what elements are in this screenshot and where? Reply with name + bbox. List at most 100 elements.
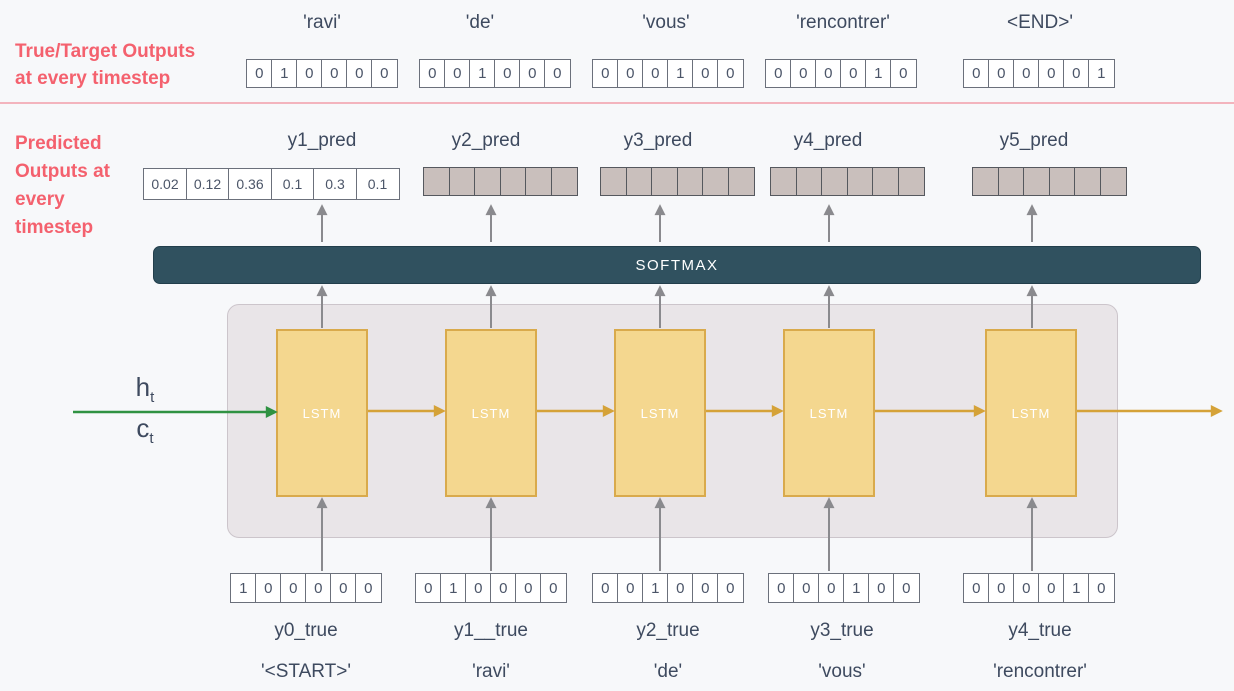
vector-cell (846, 167, 874, 196)
probability-vector-pred (972, 167, 1127, 196)
vector-cell (872, 167, 899, 196)
vector-cell: 0 (415, 573, 442, 603)
cell-state-base: c (136, 413, 150, 443)
input-name-label: y2_true (636, 620, 700, 641)
vector-cell: 1 (843, 573, 870, 603)
vector-cell: 1 (642, 573, 669, 603)
vector-cell: 0.02 (143, 168, 187, 200)
vector-cell: 0 (692, 573, 719, 603)
vector-cell: 0 (988, 573, 1015, 603)
lstm-cell-2: LSTM (445, 329, 537, 497)
lstm-cell-1: LSTM (276, 329, 368, 497)
vector-cell: 0 (355, 573, 382, 603)
lstm-cell-5: LSTM (985, 329, 1077, 497)
vector-cell: 1 (230, 573, 257, 603)
section-divider (0, 102, 1234, 104)
vector-cell (525, 167, 552, 196)
vector-cell (676, 167, 704, 196)
vector-cell (795, 167, 823, 196)
vector-cell: 0 (890, 59, 917, 88)
pred-name-label: y4_pred (793, 130, 863, 151)
vector-cell (770, 167, 797, 196)
vector-cell: 0.12 (185, 168, 230, 200)
vector-cell: 0 (768, 573, 795, 603)
vector-cell: 0.36 (228, 168, 272, 200)
vector-cell: 0 (346, 59, 373, 88)
vector-cell: 0 (296, 59, 323, 88)
input-word-label: '<START>' (261, 661, 351, 682)
vector-cell: 0 (592, 573, 619, 603)
vector-cell: 0 (1088, 573, 1115, 603)
vector-cell: 0 (330, 573, 357, 603)
probability-vector-pred (770, 167, 925, 196)
vector-cell: 0 (305, 573, 332, 603)
vector-cell (1074, 167, 1101, 196)
vector-cell (550, 167, 578, 196)
vector-cell: 0 (1038, 573, 1065, 603)
vector-cell (972, 167, 999, 196)
vector-cell: 0 (692, 59, 719, 88)
target-word-label: 'rencontrer' (796, 12, 890, 33)
vector-cell: 0 (490, 573, 517, 603)
vector-cell: 0 (893, 573, 920, 603)
vector-cell: 0 (246, 59, 273, 88)
vector-cell: 0.3 (313, 168, 357, 200)
vector-cell (423, 167, 450, 196)
target-word-label: 'vous' (642, 12, 690, 33)
vector-cell (499, 167, 527, 196)
cell-state-sub: t (149, 430, 154, 448)
pred-name-label: y5_pred (999, 130, 1069, 151)
vector-cell: 1 (667, 59, 694, 88)
vector-cell: 0 (444, 59, 471, 88)
vector-cell: 0 (667, 573, 694, 603)
predicted-outputs-label-line2: Outputs at (15, 161, 110, 182)
vector-cell: 0 (321, 59, 348, 88)
vector-cell: 0 (519, 59, 546, 88)
vector-cell: 0 (815, 59, 842, 88)
softmax-layer: SOFTMAX (153, 246, 1201, 284)
input-name-label: y0_true (274, 620, 338, 641)
hidden-state-sub: t (150, 389, 155, 407)
vector-cell: 0 (963, 59, 990, 88)
vector-cell (474, 167, 501, 196)
true-target-outputs-label: True/Target Outputs at every timestep (15, 38, 255, 92)
probability-vector-pred (600, 167, 755, 196)
vector-cell: 1 (271, 59, 298, 88)
predicted-outputs-label-line1: Predicted (15, 133, 102, 154)
vector-cell: 0.1 (355, 168, 400, 200)
lstm-cell-4: LSTM (783, 329, 875, 497)
vector-cell: 0 (988, 59, 1015, 88)
vector-cell (727, 167, 755, 196)
vector-cell: 0 (371, 59, 398, 88)
vector-cell (1048, 167, 1076, 196)
vector-cell: 0 (280, 573, 307, 603)
vector-cell: 0.1 (270, 168, 315, 200)
predicted-outputs-label-line4: timestep (15, 217, 94, 238)
vector-cell (448, 167, 476, 196)
input-word-label: 'ravi' (472, 661, 510, 682)
vector-cell (600, 167, 627, 196)
pred-name-label: y3_pred (623, 130, 693, 151)
pred-name-label: y2_pred (451, 130, 521, 151)
vector-cell (702, 167, 729, 196)
vector-cell (1023, 167, 1050, 196)
input-name-label: y3_true (810, 620, 874, 641)
vector-cell: 0 (617, 573, 644, 603)
hidden-state-label: ht (105, 372, 185, 406)
vector-cell: 0 (868, 573, 895, 603)
true-target-outputs-label-line2: at every timestep (15, 68, 171, 89)
vector-cell (625, 167, 653, 196)
input-name-label: y1__true (454, 620, 528, 641)
input-word-label: 'de' (653, 661, 683, 682)
cell-state-label: ct (105, 413, 185, 447)
predicted-outputs-label: Predicted Outputs at every timestep (15, 130, 175, 242)
input-word-label: 'rencontrer' (993, 661, 1087, 682)
